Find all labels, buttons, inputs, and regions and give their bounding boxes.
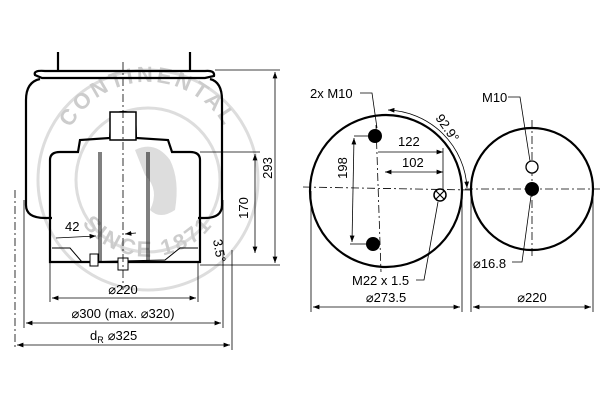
height-piston-label: 170 (236, 197, 251, 219)
center-hole (525, 182, 539, 196)
ring-diameter-label: dR⌀325 (90, 328, 137, 345)
bolt-hole-top (368, 129, 382, 143)
thread-label: M10 (482, 90, 507, 105)
side-view: 293 170 3.5° 42 ⌀220 ⌀300 (max. ⌀320) dR… (14, 52, 280, 350)
height-total-label: 293 (260, 157, 275, 179)
bellows-diameter-label: ⌀300 (max. ⌀320) (71, 306, 174, 321)
bottom-plate-view: M10 ⌀16.8 ⌀220 (465, 90, 600, 312)
air-inlet-label: M22 x 1.5 (352, 273, 409, 288)
bolts-label: 2x M10 (310, 86, 353, 101)
dim-198-label: 198 (335, 157, 350, 179)
bottom-plate-diameter-label: ⌀220 (517, 290, 547, 305)
bolt-hole-bottom (366, 237, 380, 251)
hole-diameter-label: ⌀16.8 (473, 256, 506, 271)
top-plate (33, 69, 216, 80)
top-plate-view: 2x M10 122 102 198 92.9° M22 x 1.5 ⌀273.… (302, 86, 471, 312)
dim-102-label: 102 (402, 155, 424, 170)
thread-hole (525, 160, 539, 174)
dim-122-label: 122 (398, 134, 420, 149)
top-plate-diameter-label: ⌀273.5 (366, 290, 406, 305)
air-inlet-symbol (433, 188, 447, 202)
offset-label: 42 (65, 219, 79, 234)
bellows (24, 77, 224, 220)
base-diameter-label: ⌀220 (108, 282, 138, 297)
angle-label: 3.5° (210, 238, 229, 264)
